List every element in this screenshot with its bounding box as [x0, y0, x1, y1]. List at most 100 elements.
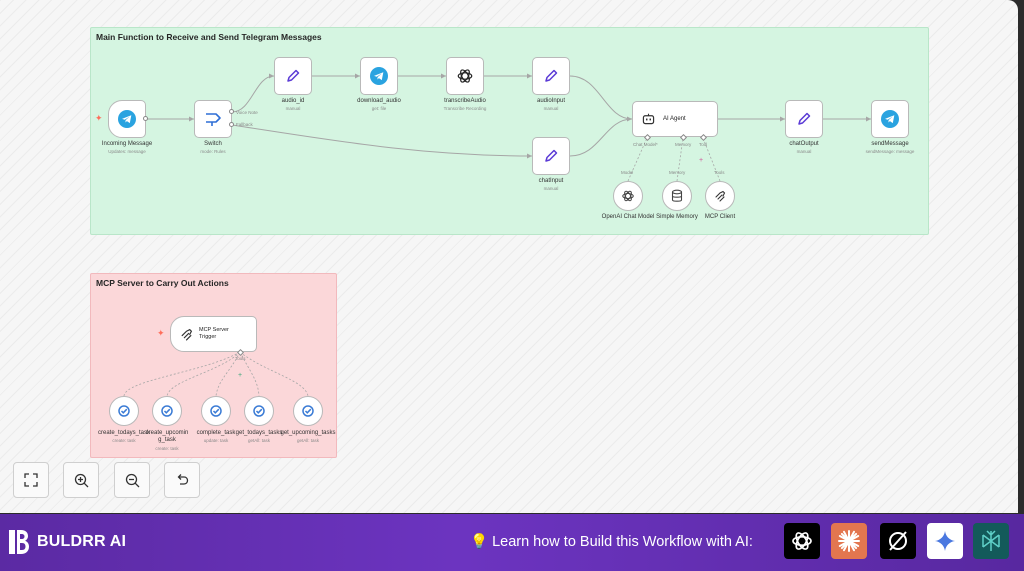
- node-label: Incoming Message: [101, 141, 153, 147]
- brand-name: BULDRR AI: [37, 533, 127, 550]
- node-subtitle: update: task: [203, 438, 229, 443]
- node-switch[interactable]: [194, 100, 232, 138]
- node-label: chatOutput: [789, 141, 819, 147]
- openai-icon: [622, 190, 634, 202]
- zoom-out-button[interactable]: [114, 462, 150, 498]
- workflow-canvas[interactable]: Main Function to Receive and Send Telegr…: [0, 0, 1018, 513]
- connections-layer: [123, 73, 871, 397]
- check-circle-icon: [210, 405, 222, 417]
- edge-label-memory: Memory: [675, 142, 692, 147]
- add-tool-icon[interactable]: +: [238, 372, 243, 379]
- node-label: Simple Memory: [656, 214, 698, 220]
- cursor-button[interactable]: [973, 523, 1009, 559]
- node-chat-output[interactable]: [785, 100, 823, 138]
- node-label: download_audio: [357, 98, 401, 104]
- pencil-icon: [545, 69, 558, 82]
- node-incoming-message[interactable]: [108, 100, 146, 138]
- edge-label-tools: Tools: [235, 356, 246, 361]
- fit-view-button[interactable]: [13, 462, 49, 498]
- sticky-note-mcp[interactable]: MCP Server to Carry Out Actions: [90, 273, 337, 458]
- lightbulb-icon: 💡: [470, 534, 489, 550]
- node-tool-get-todays-tasks[interactable]: [244, 396, 274, 426]
- node-mcp-client[interactable]: [705, 181, 735, 211]
- node-tool-get-upcoming-tasks[interactable]: [293, 396, 323, 426]
- edge-label-fallback: Fallback: [236, 122, 253, 127]
- gemini-button[interactable]: [927, 523, 963, 559]
- edge-tool-4: [239, 351, 260, 397]
- node-audio-id[interactable]: [274, 57, 312, 95]
- fit-view-icon: [24, 473, 38, 487]
- buldrr-logo-icon: [9, 530, 29, 554]
- chatgpt-button[interactable]: [784, 523, 820, 559]
- output-port[interactable]: [143, 116, 148, 121]
- switch-icon: [206, 113, 221, 126]
- check-circle-icon: [118, 405, 130, 417]
- node-simple-memory[interactable]: [662, 181, 692, 211]
- zoom-in-button[interactable]: [63, 462, 99, 498]
- claude-icon: [838, 530, 860, 552]
- perplexity-icon: [889, 531, 907, 551]
- node-label: create_todays_task: [97, 430, 151, 436]
- node-label: audio_id: [281, 98, 305, 104]
- node-label: complete_task: [196, 430, 236, 436]
- node-label: AI Agent: [663, 116, 686, 122]
- edge-label-tools: Tools: [714, 170, 725, 175]
- node-audio-input[interactable]: [532, 57, 570, 95]
- node-mcp-server-trigger[interactable]: MCP Server Trigger: [170, 316, 257, 352]
- pencil-icon: [287, 69, 300, 82]
- edge-switch-chat: [231, 124, 533, 157]
- robot-icon: [642, 113, 655, 125]
- node-tool-create-upcoming-task[interactable]: [152, 396, 182, 426]
- node-ai-agent[interactable]: AI Agent: [632, 101, 718, 137]
- node-label: audioInput: [536, 98, 566, 104]
- edge-tool-5: [239, 351, 309, 397]
- node-tool-create-todays-task[interactable]: [109, 396, 139, 426]
- node-subtitle: manual: [796, 149, 812, 154]
- output-port-voice[interactable]: [229, 109, 234, 114]
- reset-zoom-button[interactable]: [164, 462, 200, 498]
- node-subtitle: manual: [543, 106, 559, 111]
- edge-tool-2: [166, 351, 241, 397]
- node-download-audio[interactable]: [360, 57, 398, 95]
- sticky-title-main: Main Function to Receive and Send Telegr…: [96, 32, 322, 42]
- node-openai-chat-model[interactable]: [613, 181, 643, 211]
- cursor-icon: [982, 530, 1000, 551]
- edge-chatinput-agent: [569, 118, 633, 157]
- perplexity-button[interactable]: [880, 523, 916, 559]
- node-subtitle: manual: [543, 186, 559, 191]
- node-transcribe-audio[interactable]: [446, 57, 484, 95]
- edge-label-voice: Voice Note: [236, 110, 258, 115]
- telegram-icon: [118, 110, 136, 128]
- node-send-message[interactable]: [871, 100, 909, 138]
- node-label: transcribeAudio: [444, 98, 486, 104]
- openai-icon: [457, 69, 473, 83]
- trigger-spark-icon: ✦: [95, 113, 103, 123]
- edge-label-memory-2: Memory: [669, 170, 686, 175]
- check-circle-icon: [161, 405, 173, 417]
- database-icon: [671, 189, 683, 202]
- cta-text-wrapper: 💡Learn how to Build this Workflow with A…: [470, 533, 753, 550]
- node-subtitle: create: task: [112, 438, 136, 443]
- node-subtitle: Updates: message: [108, 149, 146, 154]
- node-subtitle: Transcribe Recording: [443, 106, 487, 111]
- edge-tool-1: [123, 351, 241, 397]
- edge-label-tool: Tool: [699, 142, 708, 147]
- claude-button[interactable]: [831, 523, 867, 559]
- node-tool-complete-task[interactable]: [201, 396, 231, 426]
- node-subtitle: manual: [285, 106, 301, 111]
- trigger-spark-icon: ✦: [157, 328, 165, 338]
- output-port-fallback[interactable]: [229, 122, 234, 127]
- check-circle-icon: [302, 405, 314, 417]
- node-subtitle: sendMessage: message: [865, 149, 915, 154]
- telegram-icon: [370, 67, 388, 85]
- node-label: MCP Server Trigger: [199, 326, 229, 340]
- add-tool-icon[interactable]: +: [699, 157, 704, 164]
- node-label: get_upcoming_tasks: [280, 430, 336, 436]
- node-chat-input[interactable]: [532, 137, 570, 175]
- zoom-out-icon: [125, 473, 139, 487]
- node-label: OpenAI Chat Model: [601, 214, 655, 220]
- edge-label-model: Model: [621, 170, 634, 175]
- gemini-icon: [935, 531, 955, 551]
- edge-audioinput-agent: [569, 75, 633, 120]
- undo-icon: [177, 474, 189, 485]
